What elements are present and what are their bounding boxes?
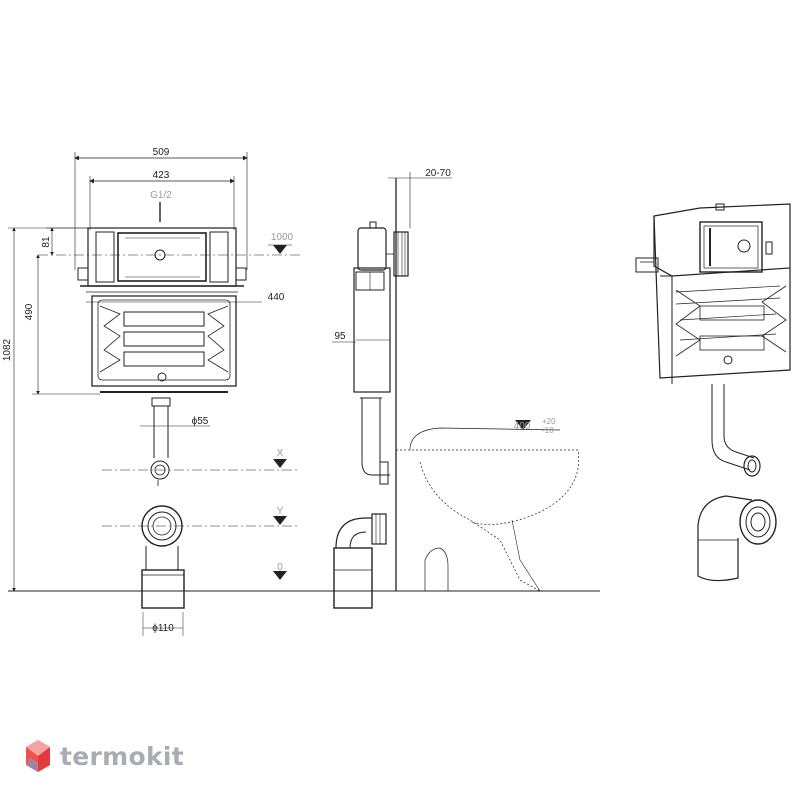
dim-bowl-tol-minus: -10 (542, 426, 554, 435)
dim-level-top: 1000 (271, 232, 294, 243)
dim-height-total: 1082 (2, 338, 13, 361)
level-zero-label: 0 (277, 562, 283, 573)
dim-width-inner: 423 (153, 170, 170, 181)
front-view (8, 152, 300, 636)
brand-name: termokit (60, 741, 185, 771)
dim-wall-gap: 20-70 (425, 168, 451, 179)
cube-icon (26, 740, 50, 772)
isometric-view (635, 203, 791, 582)
dim-width-outer: 509 (153, 147, 170, 158)
side-view (332, 172, 580, 609)
dimension-labels: 509 423 G1/2 81 1000 440 490 1082 95 20-… (2, 147, 556, 634)
level-y-label: Y (277, 506, 284, 517)
dim-depth: 95 (334, 331, 346, 342)
dim-outlet-pipe: ϕ110 (152, 623, 174, 634)
dim-height-tank: 490 (24, 303, 35, 320)
dim-bowl-height: 400 (514, 421, 531, 432)
dim-frame-width: 440 (268, 292, 285, 303)
brand-logo: termokit (24, 734, 184, 778)
dim-top-offset: 81 (41, 236, 52, 248)
dim-inlet: G1/2 (150, 190, 172, 201)
level-x-label: X (277, 448, 284, 459)
dim-bowl-tol-plus: +20 (542, 417, 556, 426)
dim-flush-pipe: ϕ55 (192, 416, 209, 427)
